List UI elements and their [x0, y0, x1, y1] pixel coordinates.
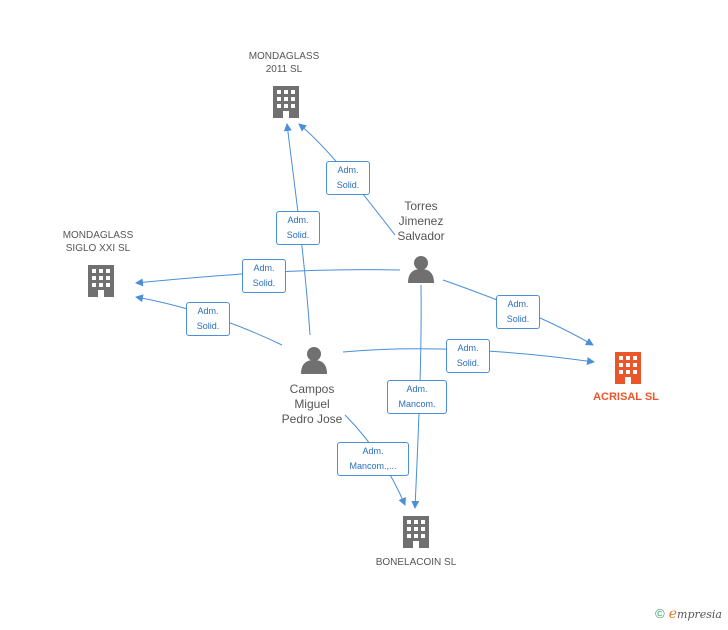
edge-label-line: Solid.	[506, 314, 530, 324]
node-label-line: SIGLO XXI SL	[65, 243, 131, 254]
node-label-campos[interactable]: Campos Miguel Pedro Jose	[266, 382, 358, 427]
edge-label-line: Mancom.,...	[349, 461, 397, 471]
node-label-line: MONDAGLASS	[248, 51, 320, 62]
edge-label-line: Solid.	[456, 358, 480, 368]
copyright-icon: ©	[655, 606, 665, 621]
building-icon-mondaglass-2011[interactable]	[273, 86, 299, 118]
building-icon-mondaglass-siglo-xxi[interactable]	[88, 265, 114, 297]
edge-label-line: Solid.	[252, 278, 276, 288]
empresia-logo[interactable]: empresia	[668, 606, 722, 622]
node-label-line: MONDAGLASS	[62, 230, 134, 241]
node-label-line: ACRISAL SL	[593, 391, 659, 403]
edge-label-line: Mancom.	[398, 399, 436, 409]
node-label-line: Campos	[289, 382, 335, 396]
edge-label-torres-acrisal[interactable]: Adm. Solid.	[496, 295, 540, 329]
building-icon-bonelacoin[interactable]	[403, 516, 429, 548]
edge-label-torres-bonelacoin[interactable]: Adm. Mancom.	[387, 380, 447, 414]
edge-label-torres-mondaglass2011[interactable]: Adm. Solid.	[326, 161, 370, 195]
edge-label-campos-mondaglass2011[interactable]: Adm. Solid.	[276, 211, 320, 245]
node-label-line: BONELACOIN SL	[375, 557, 457, 568]
edge-label-torres-mondaglassxxi[interactable]: Adm. Solid.	[242, 259, 286, 293]
node-label-mondaglass-2011[interactable]: MONDAGLASS 2011 SL	[236, 50, 332, 76]
person-icon-torres[interactable]	[408, 256, 434, 283]
node-label-line: Jimenez	[398, 214, 444, 228]
node-label-bonelacoin[interactable]: BONELACOIN SL	[366, 556, 466, 569]
node-label-mondaglass-siglo-xxi[interactable]: MONDAGLASS SIGLO XXI SL	[50, 229, 146, 255]
node-label-line: Miguel	[294, 397, 330, 411]
edge-label-line: Adm.	[362, 446, 384, 456]
building-icon-acrisal[interactable]	[615, 352, 641, 384]
edge-label-campos-acrisal[interactable]: Adm. Solid.	[446, 339, 490, 373]
edge-label-line: Adm.	[507, 299, 529, 309]
person-icon-campos[interactable]	[301, 347, 327, 374]
edge-label-line: Adm.	[406, 384, 428, 394]
edge-label-line: Adm.	[287, 215, 309, 225]
edge-label-line: Solid.	[196, 321, 220, 331]
node-label-line: Salvador	[397, 229, 445, 243]
node-label-line: Pedro Jose	[281, 412, 343, 426]
node-label-acrisal[interactable]: ACRISAL SL	[578, 391, 674, 404]
edge-label-line: Adm.	[457, 343, 479, 353]
footer-credit: ©empresia	[655, 606, 722, 622]
node-label-line: Torres	[404, 199, 438, 213]
edge-label-campos-mondaglassxxi[interactable]: Adm. Solid.	[186, 302, 230, 336]
edge-label-line: Solid.	[336, 180, 360, 190]
edge-label-campos-bonelacoin[interactable]: Adm. Mancom.,...	[337, 442, 409, 476]
node-label-line: 2011 SL	[265, 64, 303, 75]
edge-label-line: Solid.	[286, 230, 310, 240]
brand-rest: mpresia	[677, 608, 722, 621]
edge-label-line: Adm.	[337, 165, 359, 175]
brand-initial: e	[668, 606, 678, 622]
node-label-torres[interactable]: Torres Jimenez Salvador	[376, 199, 466, 244]
edge-label-line: Adm.	[197, 306, 219, 316]
edge-label-line: Adm.	[253, 263, 275, 273]
